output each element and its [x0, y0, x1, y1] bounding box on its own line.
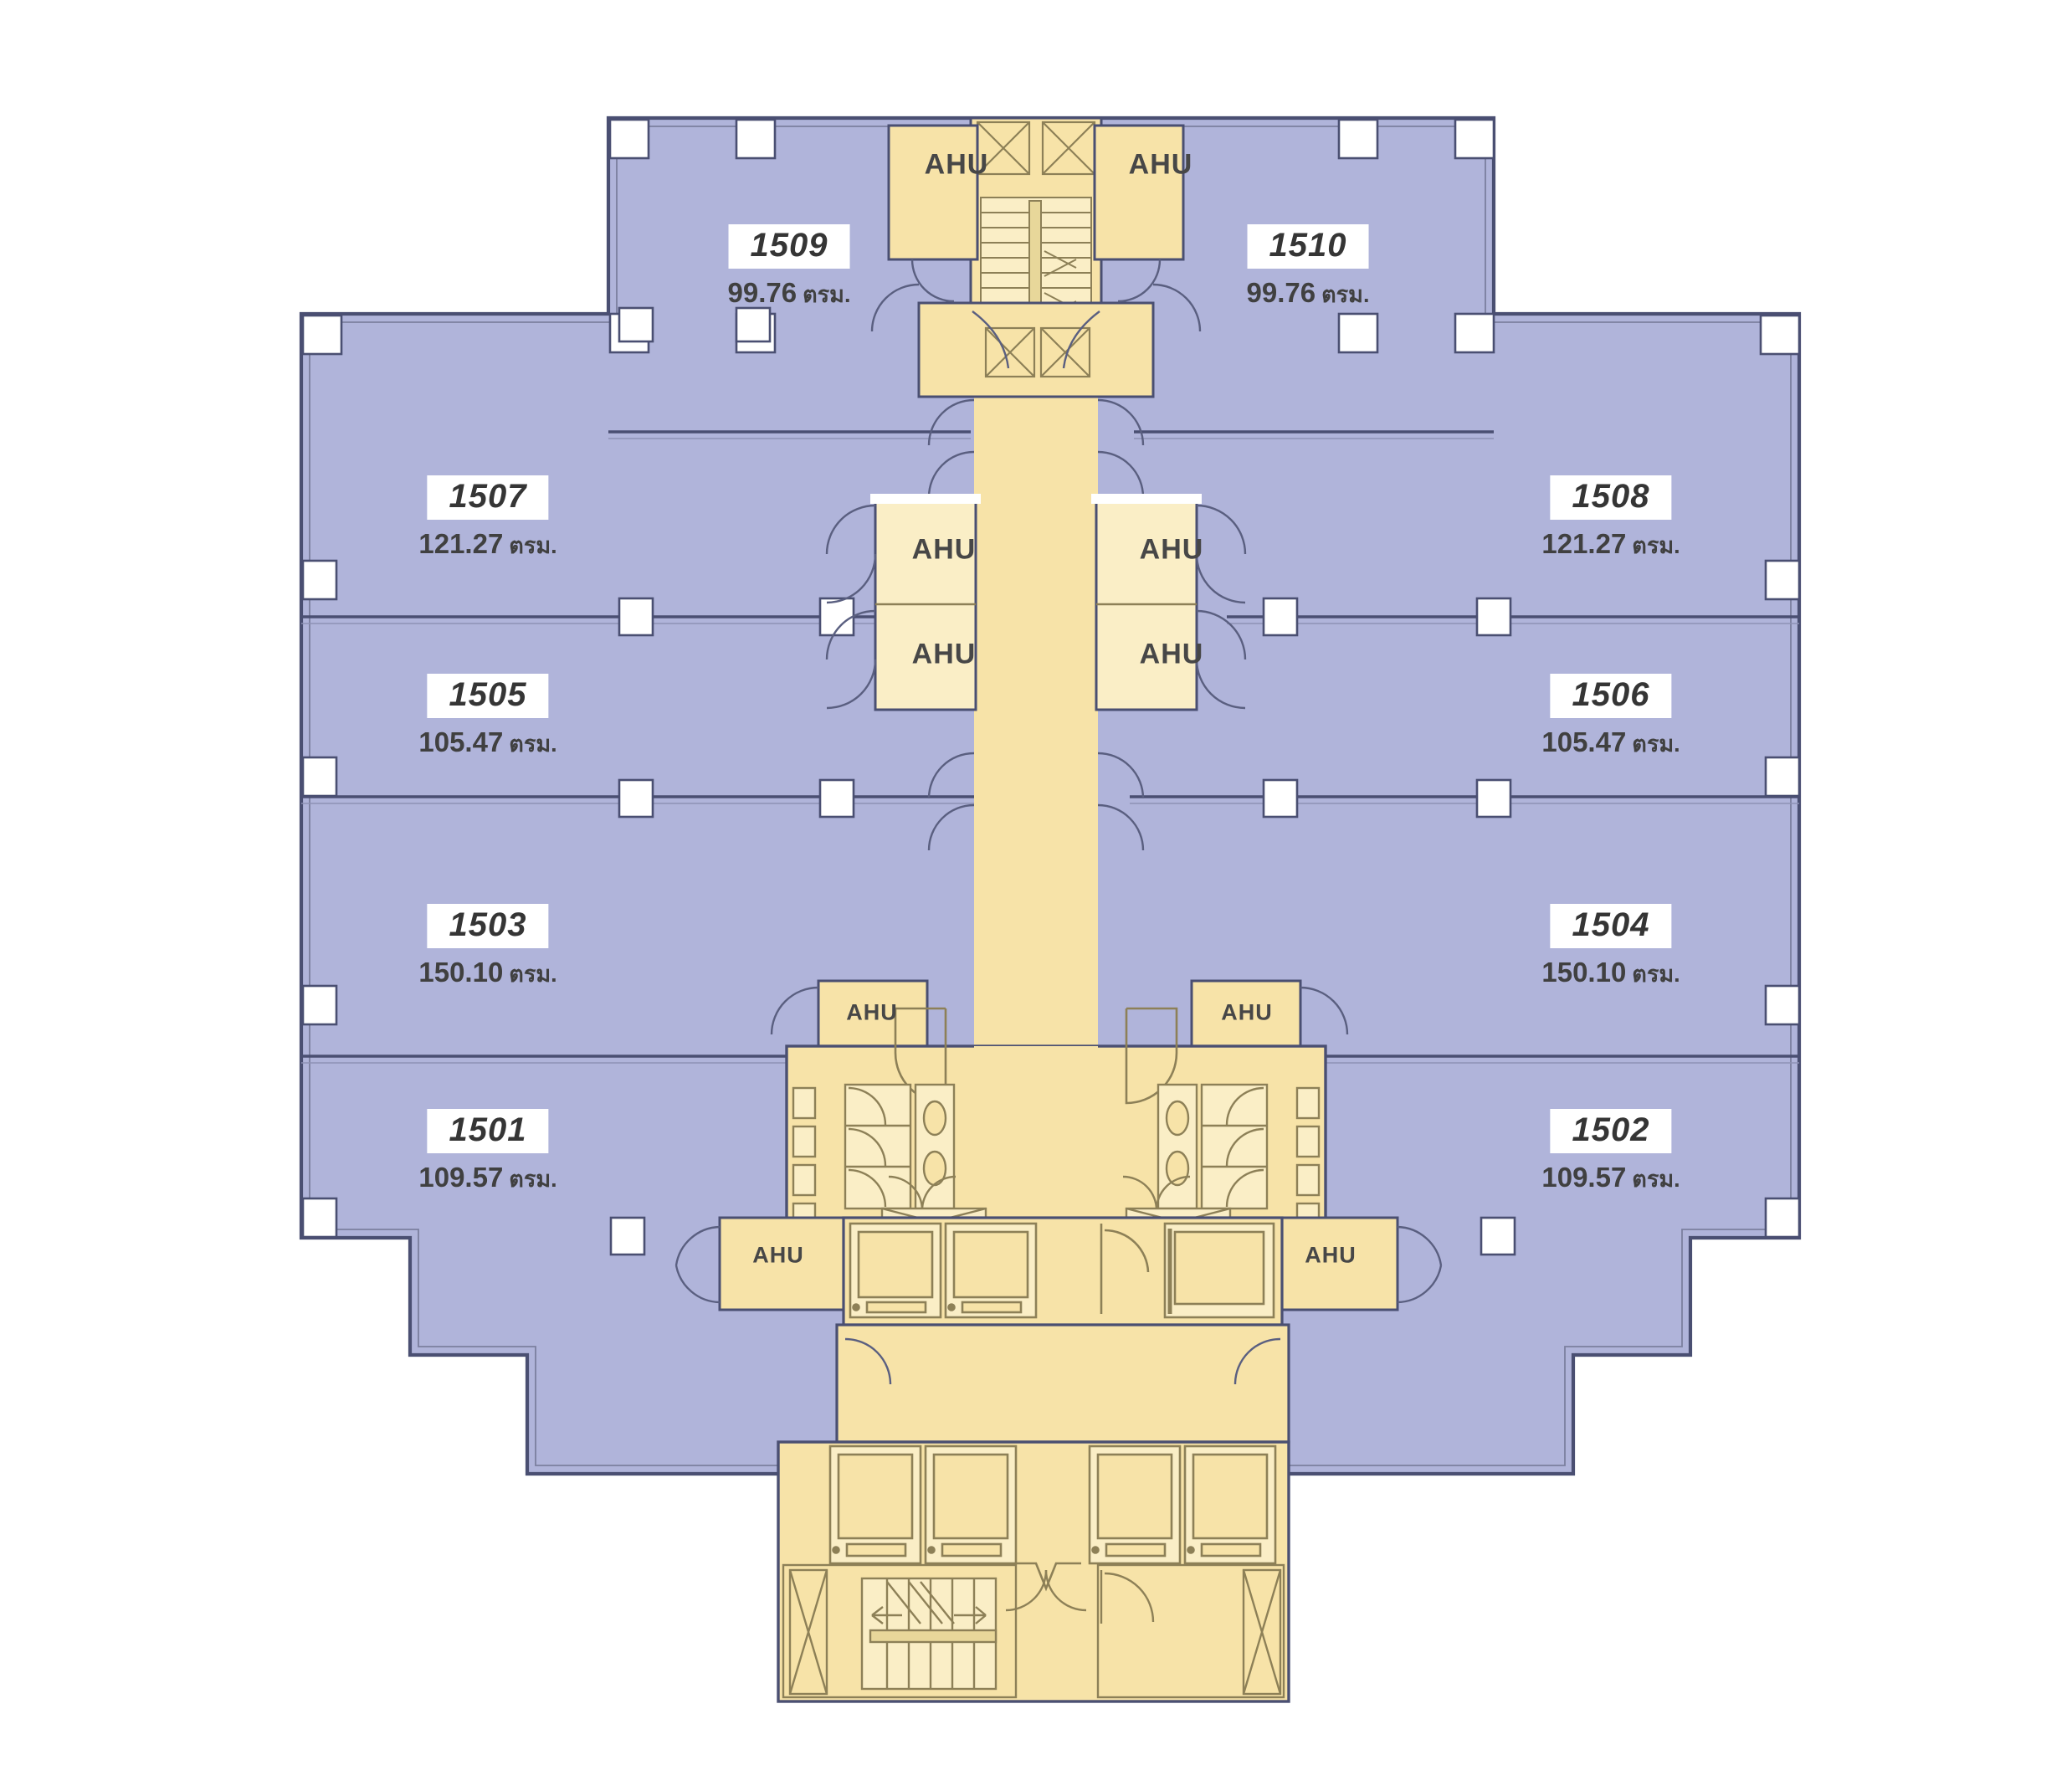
building-outline-inner	[309, 126, 1792, 1466]
stairwell-south	[782, 1563, 1018, 1699]
unit-entry-doors	[870, 283, 1202, 332]
core-lower	[674, 979, 1443, 1327]
core-north	[917, 116, 1155, 398]
womens-restroom	[1122, 1083, 1321, 1237]
ahu-cluster-middle	[825, 494, 1247, 711]
corridor-doors	[927, 398, 1145, 851]
core-bottom	[777, 1323, 1290, 1703]
building-outline	[299, 115, 1802, 1476]
ahu-cluster-north	[887, 124, 1185, 303]
elevator-upper-bank	[849, 1222, 1275, 1319]
elevator-lower-bank	[828, 1445, 1277, 1565]
structural-columns	[301, 118, 1801, 1256]
